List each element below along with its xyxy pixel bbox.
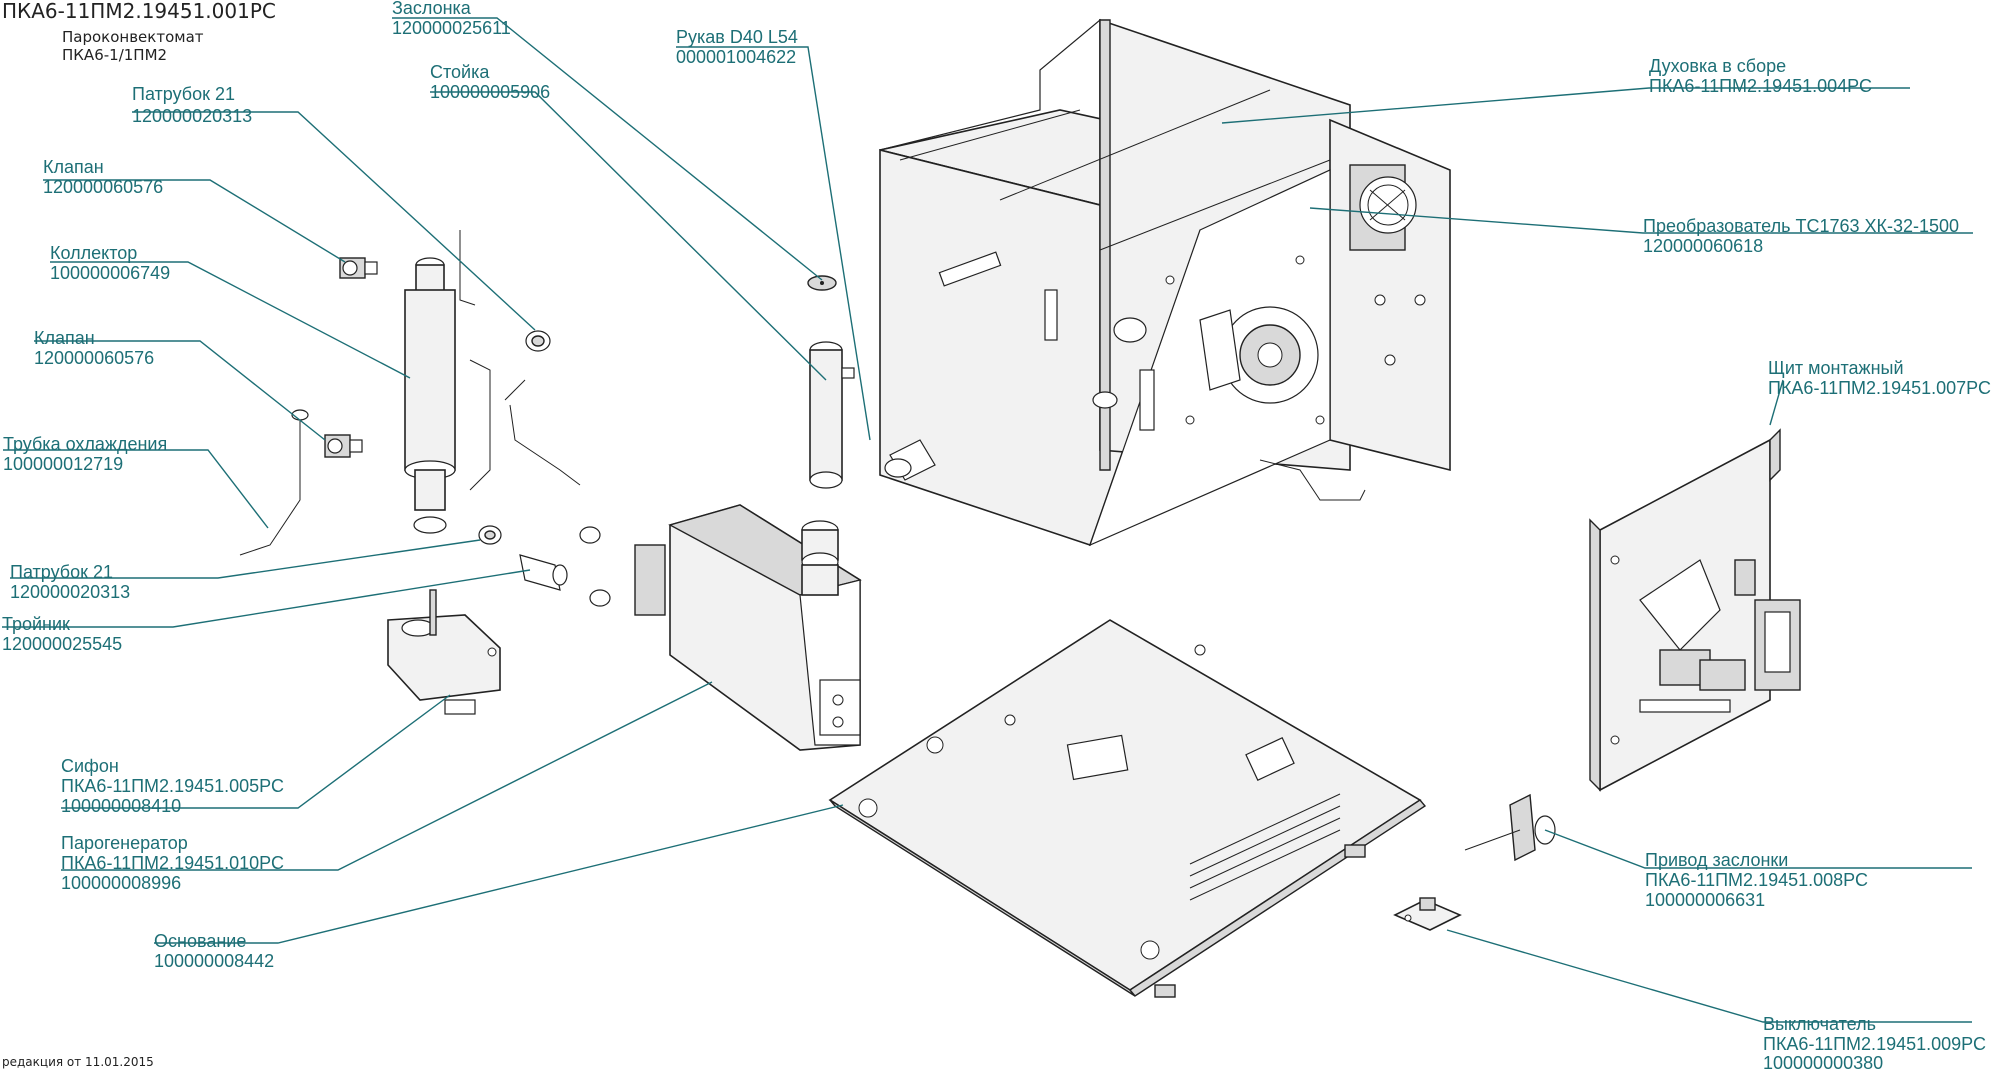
callout-doc: ПКА6-11ПМ2.19451.004РС [1649, 76, 1872, 96]
callout-name: Клапан [34, 328, 95, 348]
callout-code: 120000020313 [132, 106, 252, 126]
mounting-panel-part [1589, 428, 1801, 792]
callout-name: Щит монтажный [1768, 358, 1904, 378]
callout-name: Стойка [430, 62, 490, 82]
callout-code: 100000006631 [1645, 890, 1765, 910]
callout-code: 000001004622 [676, 47, 796, 67]
callout-zaslonka: Заслонка 120000025611 [392, 0, 511, 38]
callout-name: Коллектор [50, 243, 137, 263]
callout-code: 100000008442 [154, 951, 274, 971]
valve-top-part [339, 257, 378, 279]
callout-name: Сифон [61, 756, 119, 776]
callout-patrubok-bottom: Патрубок 21 120000020313 [10, 562, 130, 602]
callout-code: 100000006749 [50, 263, 170, 283]
callout-shchit: Щит монтажный ПКА6-11ПМ2.19451.007РС [1768, 358, 1991, 398]
callout-rukav: Рукав D40 L54 000001004622 [676, 27, 798, 67]
callout-kollektor: Коллектор 100000006749 [50, 243, 170, 283]
steam-generator-part [634, 504, 862, 751]
cooling-tube-part [239, 409, 309, 556]
callout-code: 120000060576 [34, 348, 154, 368]
callout-doc: ПКА6-11ПМ2.19451.010РС [61, 853, 284, 873]
leader-lines [2, 17, 1973, 1023]
callout-trubka: Трубка охлаждения 100000012719 [3, 434, 167, 474]
tee-part [519, 554, 568, 591]
callout-code: 100000012719 [3, 454, 123, 474]
callout-patrubok-top: Патрубок 21 120000020313 [132, 84, 252, 126]
oven-assembly [879, 18, 1451, 547]
callout-code: 120000060618 [1643, 236, 1763, 256]
callout-stoyka: Стойка 100000005906 [430, 62, 550, 102]
drawing-model: ПКА6-1/1ПМ2 [62, 46, 167, 64]
callout-vyklyuchatel: Выключатель ПКА6-11ПМ2.19451.009РС 10000… [1763, 1014, 1986, 1071]
callout-name: Преобразователь ТС1763 ХК-32-1500 [1643, 216, 1959, 236]
drawing-product-name: Пароконвектомат [62, 28, 204, 46]
callout-privod: Привод заслонки ПКА6-11ПМ2.19451.008РС 1… [1645, 850, 1868, 910]
callout-doc: ПКА6-11ПМ2.19451.009РС [1763, 1034, 1986, 1054]
base-plate-part [828, 619, 1427, 998]
callout-code: 100000000380 [1763, 1053, 1883, 1071]
callout-name: Духовка в сборе [1649, 56, 1786, 76]
pipe-21-top-part [525, 330, 551, 352]
callout-name: Привод заслонки [1645, 850, 1788, 870]
callout-code: 100000008410 [61, 796, 181, 816]
callout-name: Основание [154, 931, 246, 951]
callout-code: 120000020313 [10, 582, 130, 602]
bend-pipe-part [509, 404, 611, 607]
callout-name: Выключатель [1763, 1014, 1876, 1034]
callout-klapan-top: Клапан 120000060576 [43, 157, 163, 197]
callout-name: Трубка охлаждения [3, 434, 167, 454]
revision-note: редакция от 11.01.2015 [2, 1055, 154, 1069]
callout-parogenerator: Парогенератор ПКА6-11ПМ2.19451.010РС 100… [61, 833, 284, 893]
switch-part [1393, 897, 1462, 931]
callout-osnovanie: Основание 100000008442 [154, 931, 274, 971]
callout-code: 100000005906 [430, 82, 550, 102]
sleeve-part [884, 439, 936, 481]
drawing-code: ПКА6-11ПМ2.19451.001РС [2, 0, 276, 23]
valve-mid-part [324, 434, 363, 458]
callout-doc: ПКА6-11ПМ2.19451.008РС [1645, 870, 1868, 890]
vent-slots [1189, 793, 1341, 901]
callout-code: 120000060576 [43, 177, 163, 197]
callout-name: Парогенератор [61, 833, 188, 853]
callout-name: Заслонка [392, 0, 472, 18]
callout-name: Патрубок 21 [132, 84, 235, 104]
callout-doc: ПКА6-11ПМ2.19451.005РС [61, 776, 284, 796]
callout-doc: ПКА6-11ПМ2.19451.007РС [1768, 378, 1991, 398]
callout-code: 120000025545 [2, 634, 122, 654]
damper-drive-part [1464, 793, 1556, 862]
callout-troynik: Тройник 120000025545 [2, 614, 122, 654]
siphon-part [387, 589, 501, 715]
stand-pipe-part [809, 341, 855, 489]
callout-sifon: Сифон ПКА6-11ПМ2.19451.005РС 10000000841… [61, 756, 284, 816]
callout-name: Клапан [43, 157, 104, 177]
pipe-21-bottom-part [478, 525, 502, 545]
callout-duhovka: Духовка в сборе ПКА6-11ПМ2.19451.004РС [1649, 56, 1872, 96]
callout-name: Патрубок 21 [10, 562, 113, 582]
callout-name: Рукав D40 L54 [676, 27, 798, 47]
callout-code: 100000008996 [61, 873, 181, 893]
callout-name: Тройник [2, 614, 70, 634]
callout-code: 120000025611 [392, 18, 511, 38]
callout-preobrazovatel: Преобразователь ТС1763 ХК-32-1500 120000… [1643, 216, 1959, 256]
callout-klapan-mid: Клапан 120000060576 [34, 328, 154, 368]
collector-part [404, 230, 526, 534]
damper-part [807, 275, 837, 291]
